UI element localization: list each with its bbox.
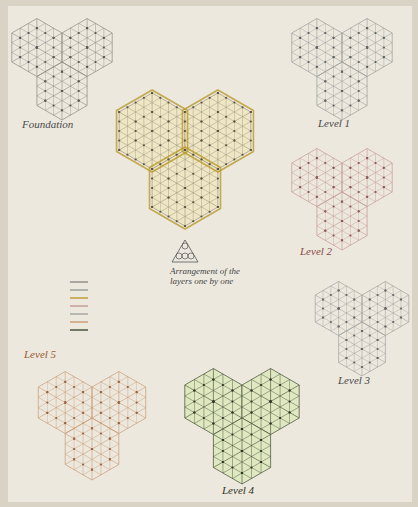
trefoil-lattice (117, 90, 254, 229)
trefoil-lattice (292, 149, 392, 251)
level-key-marks (70, 282, 88, 330)
stacking-sketch (172, 240, 198, 262)
trefoil-lattice (38, 372, 145, 481)
level-label: Foundation (22, 118, 73, 130)
note-text: Arrangement of the layers one by one (170, 266, 262, 287)
trefoil-lattice (315, 282, 409, 377)
level-label: Level 3 (338, 374, 370, 386)
trefoil-lattice (12, 19, 112, 121)
level-label: Level 5 (24, 348, 56, 360)
level-label: Level 4 (222, 484, 254, 496)
level-label: Level 1 (318, 117, 350, 129)
trefoil-lattice (185, 369, 299, 485)
trefoil-lattice (292, 19, 392, 121)
level-label: Level 2 (300, 245, 332, 257)
